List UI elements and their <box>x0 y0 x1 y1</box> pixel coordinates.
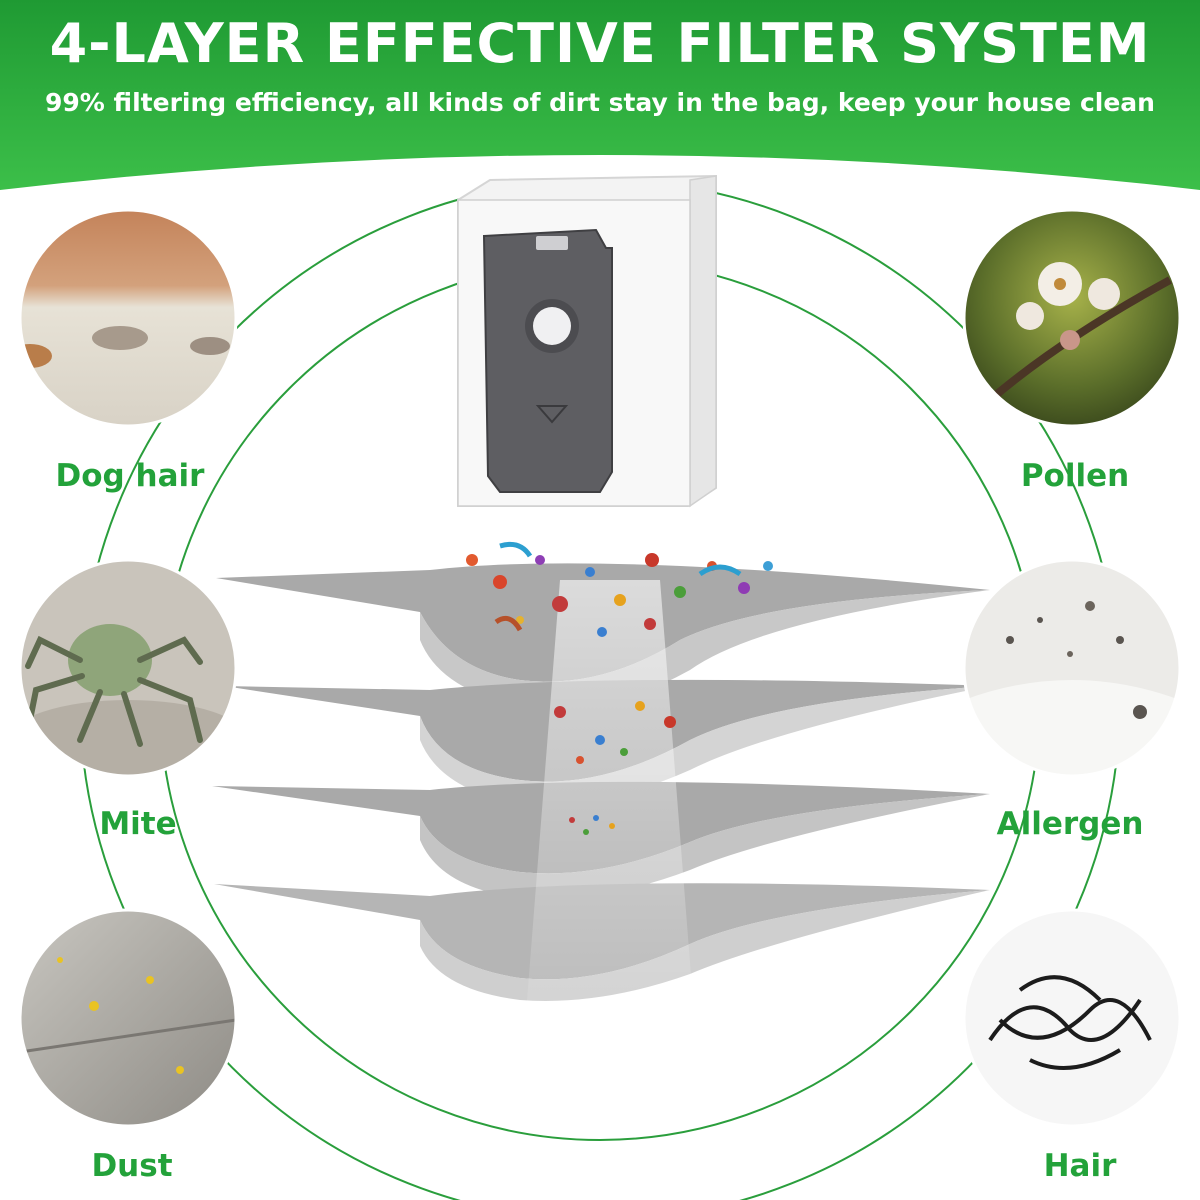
label-dust: Dust <box>91 1148 173 1184</box>
label-hair: Hair <box>1043 1148 1117 1184</box>
dog-hair-image <box>18 208 238 428</box>
dust-image <box>18 908 238 1128</box>
dust-bag-illustration <box>457 174 717 508</box>
mite-image <box>18 558 238 778</box>
filter-layers <box>212 563 990 1090</box>
label-allergen: Allergen <box>996 806 1144 842</box>
label-pollen: Pollen <box>1020 458 1130 494</box>
label-mite: Mite <box>99 806 177 842</box>
label-dog-hair: Dog hair <box>55 458 205 494</box>
page-subtitle: 99% filtering efficiency, all kinds of d… <box>45 88 1155 117</box>
allergen-image <box>962 558 1182 778</box>
page-title: 4-LAYER EFFECTIVE FILTER SYSTEM <box>49 12 1151 75</box>
pollen-image <box>962 208 1182 428</box>
dirt-particles <box>466 541 773 835</box>
hair-image <box>962 908 1182 1128</box>
header-banner <box>0 0 1200 190</box>
